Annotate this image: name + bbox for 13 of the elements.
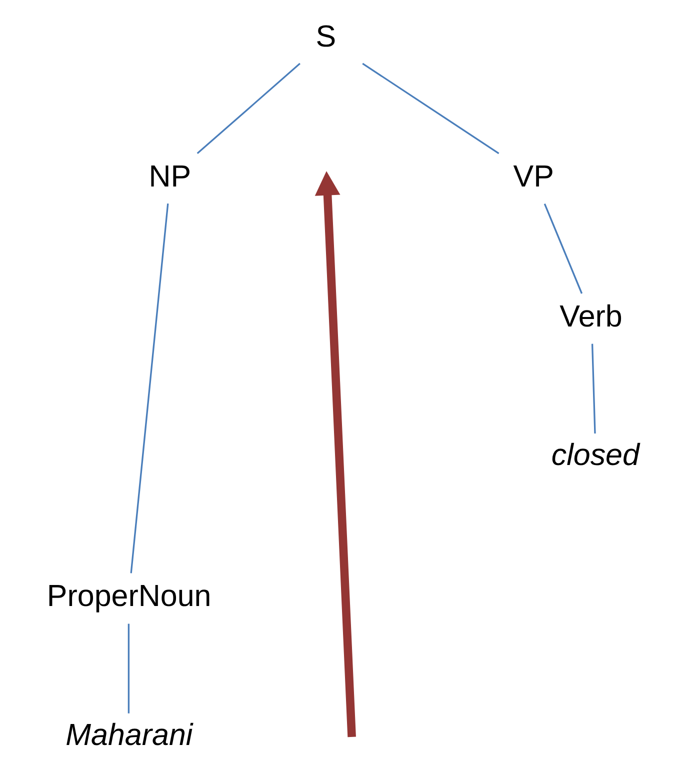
connector — [590, 344, 596, 434]
node-text: VP — [512, 159, 554, 194]
node-text: NP — [148, 159, 191, 194]
node-text: ProperNoun — [46, 579, 211, 614]
connector — [196, 62, 300, 154]
node-text: Verb — [559, 299, 622, 334]
connector — [130, 203, 168, 574]
node-text: S — [315, 19, 336, 54]
connector — [543, 204, 582, 294]
node-text: closed — [550, 438, 639, 472]
node-text: Maharani — [65, 718, 192, 752]
connector — [362, 62, 499, 154]
connector — [127, 624, 130, 714]
